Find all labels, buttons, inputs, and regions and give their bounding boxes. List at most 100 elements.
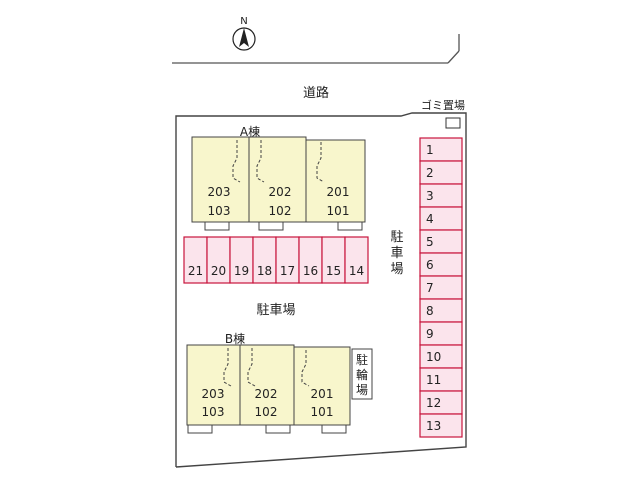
balcony-step [337, 221, 363, 231]
parking-space-number: 18 [257, 264, 272, 278]
unit-number-upper: 203 [208, 185, 231, 199]
balcony-step [321, 424, 347, 434]
parking-space: 18 [252, 236, 277, 284]
site-boundary [175, 112, 467, 468]
parking-space-number: 16 [303, 264, 318, 278]
unit-number-lower: 102 [269, 204, 292, 218]
building-b-label: B棟 [225, 331, 245, 346]
parking-space-number: 10 [426, 350, 441, 364]
garbage-area: ゴミ置場 [421, 98, 465, 129]
entrance-marker [301, 350, 310, 387]
building-b-unit: 202 102 [239, 344, 295, 434]
unit-number-upper: 203 [202, 387, 225, 401]
parking-space: 10 [419, 344, 463, 369]
building-b: B棟 203 103 202 102 201 101 [186, 331, 351, 434]
road-edge-line [447, 50, 460, 64]
balcony-step [204, 221, 230, 231]
parking-space: 8 [419, 298, 463, 323]
parking-space-number: 20 [211, 264, 226, 278]
garbage-box [445, 117, 461, 129]
parking-space-number: 15 [326, 264, 341, 278]
parking-space-number: 7 [426, 281, 434, 295]
balcony-step [258, 221, 284, 231]
entrance-marker [316, 142, 325, 183]
parking-right-label-char: 場 [390, 262, 403, 277]
road: 道路 [172, 34, 460, 101]
parking-right-label: 駐 車 場 [390, 230, 403, 277]
parking-space: 20 [206, 236, 231, 284]
parking-space-number: 1 [426, 143, 434, 157]
building-a: A棟 203 103 202 102 201 101 [191, 124, 366, 231]
parking-space: 19 [229, 236, 254, 284]
parking-space-box [344, 236, 369, 284]
entrance-marker [232, 140, 241, 183]
parking-space-number: 21 [188, 264, 203, 278]
garbage-label: ゴミ置場 [421, 98, 465, 112]
unit-number-upper: 202 [269, 185, 292, 199]
unit-number-lower: 103 [202, 405, 225, 419]
parking-space: 2 [419, 160, 463, 185]
parking-space: 12 [419, 390, 463, 415]
parking-space: 6 [419, 252, 463, 277]
parking-space-number: 5 [426, 235, 434, 249]
bicycle-parking-box [351, 348, 373, 400]
bicycle-parking-label-char: 輪 [356, 367, 368, 382]
parking-space: 5 [419, 229, 463, 254]
bicycle-parking-label-char: 場 [356, 383, 368, 397]
balcony-step [265, 424, 291, 434]
parking-row: 21 20 19 18 17 16 15 14 [183, 236, 369, 284]
building-b-unit: 201 101 [293, 346, 351, 434]
unit-number-upper: 201 [327, 185, 350, 199]
bicycle-parking-label-char: 駐 [356, 352, 368, 367]
parking-space-number: 9 [426, 327, 434, 341]
unit-number-lower: 102 [255, 405, 278, 419]
unit-number-lower: 103 [208, 204, 231, 218]
parking-space-box [419, 413, 463, 438]
building-b-unit: 203 103 [186, 344, 241, 434]
compass-needle-icon [239, 28, 249, 47]
bicycle-parking: 駐 輪 場 [351, 348, 373, 400]
parking-space: 1 [419, 137, 463, 162]
parking-space: 13 [419, 413, 463, 438]
parking-space: 16 [298, 236, 323, 284]
compass: N [232, 16, 256, 51]
balcony-step [187, 424, 213, 434]
building-a-unit: 203 103 [191, 136, 250, 231]
entrance-marker [256, 140, 265, 183]
parking-space-number: 6 [426, 258, 434, 272]
parking-space: 21 [183, 236, 208, 284]
parking-space: 9 [419, 321, 463, 346]
parking-space-number: 17 [280, 264, 295, 278]
parking-space-number: 14 [349, 264, 364, 278]
parking-space-number: 4 [426, 212, 434, 226]
parking-space-number: 3 [426, 189, 434, 203]
parking-space: 14 [344, 236, 369, 284]
parking-space: 15 [321, 236, 346, 284]
building-a-label: A棟 [240, 124, 260, 139]
unit-outline [305, 139, 366, 223]
unit-number-lower: 101 [327, 204, 350, 218]
parking-space-number: 11 [426, 373, 441, 387]
entrance-marker [247, 348, 256, 387]
parking-space: 7 [419, 275, 463, 300]
parking-space-number: 12 [426, 396, 441, 410]
compass-north-label: N [240, 16, 247, 27]
building-a-unit: 202 102 [248, 136, 307, 231]
parking-space: 4 [419, 206, 463, 231]
parking-space-number: 2 [426, 166, 434, 180]
unit-number-upper: 202 [255, 387, 278, 401]
road-label: 道路 [303, 85, 329, 101]
parking-space-number: 8 [426, 304, 434, 318]
building-a-unit: 201 101 [305, 139, 366, 231]
unit-number-lower: 101 [311, 405, 334, 419]
entrance-marker [223, 348, 232, 387]
parking-space: 3 [419, 183, 463, 208]
parking-space: 11 [419, 367, 463, 392]
unit-outline [293, 346, 351, 426]
parking-space-number: 19 [234, 264, 249, 278]
parking-center-label: 駐車場 [256, 303, 295, 318]
parking-space: 17 [275, 236, 300, 284]
parking-space-number: 13 [426, 419, 441, 433]
